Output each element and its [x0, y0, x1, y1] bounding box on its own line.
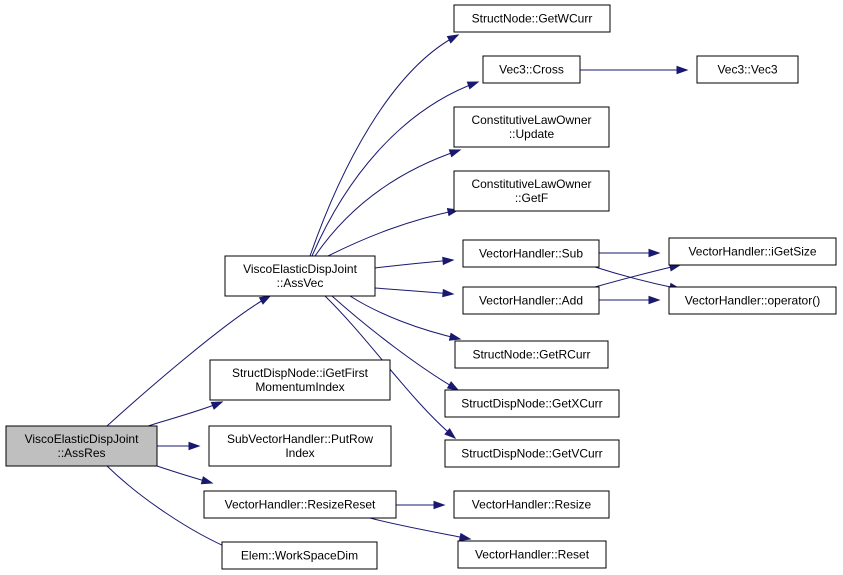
node-getxcurr-label-0: StructDispNode::GetXCurr — [461, 397, 602, 411]
node-getf-label-1: ::GetF — [515, 191, 548, 205]
edge-assvec-to-getrcurr — [349, 295, 462, 341]
edge-resizereset-to-resize — [396, 500, 446, 510]
edge-assres-to-getfirst — [147, 401, 224, 427]
edge-resizereset-to-reset — [369, 517, 472, 542]
node-getrcurr-label-0: StructNode::GetRCurr — [472, 348, 590, 362]
node-putrow-label-0: SubVectorHandler::PutRow — [227, 432, 373, 446]
node-getxcurr[interactable]: StructDispNode::GetXCurr — [444, 389, 620, 418]
node-reset-label-0: VectorHandler::Reset — [475, 548, 590, 562]
node-getfirst-label-0: StructDispNode::iGetFirst — [232, 366, 369, 380]
node-cross-label-0: Vec3::Cross — [499, 63, 564, 77]
node-update-label-0: ConstitutiveLawOwner — [471, 113, 591, 127]
edge-assvec-to-update — [314, 149, 462, 257]
node-sub[interactable]: VectorHandler::Sub — [462, 239, 600, 268]
node-update[interactable]: ConstitutiveLawOwner::Update — [453, 106, 610, 148]
node-assres-label-0: ViscoElasticDispJoint — [25, 432, 139, 446]
node-operator[interactable]: VectorHandler::operator() — [668, 286, 837, 315]
edge-assvec-to-getxcurr — [331, 295, 460, 391]
node-getfirst-label-1: MomentumIndex — [255, 380, 344, 394]
node-getvcurr-label-0: StructDispNode::GetVCurr — [461, 447, 602, 461]
edge-assvec-to-add — [374, 287, 455, 298]
node-assvec-label-0: ViscoElasticDispJoint — [243, 262, 357, 276]
node-igetsize-label-0: VectorHandler::iGetSize — [688, 245, 816, 259]
node-assvec[interactable]: ViscoElasticDispJoint::AssVec — [224, 255, 376, 297]
node-cross[interactable]: Vec3::Cross — [482, 55, 581, 84]
edge-assres-to-resizereset — [156, 465, 214, 485]
node-add[interactable]: VectorHandler::Add — [462, 286, 600, 315]
edge-cross-to-vec3 — [580, 65, 689, 75]
node-operator-label-0: VectorHandler::operator() — [685, 294, 820, 308]
edge-sub-to-igetsize — [599, 248, 661, 258]
node-assres[interactable]: ViscoElasticDispJoint::AssRes — [5, 425, 158, 467]
node-getf[interactable]: ConstitutiveLawOwner::GetF — [453, 170, 610, 212]
edge-add-to-operator — [599, 295, 661, 305]
node-resizereset[interactable]: VectorHandler::ResizeReset — [203, 490, 397, 519]
node-getwcurr[interactable]: StructNode::GetWCurr — [453, 4, 611, 33]
node-getf-label-0: ConstitutiveLawOwner — [471, 177, 591, 191]
node-vec3-label-0: Vec3::Vec3 — [717, 63, 777, 77]
node-resize[interactable]: VectorHandler::Resize — [453, 490, 610, 519]
edge-assres-to-putrow — [157, 441, 201, 451]
node-getwcurr-label-0: StructNode::GetWCurr — [472, 12, 593, 26]
node-sub-label-0: VectorHandler::Sub — [479, 247, 583, 261]
edge-assvec-to-getwcurr — [309, 34, 460, 257]
node-resize-label-0: VectorHandler::Resize — [472, 498, 592, 512]
edge-assres-to-assvec — [106, 295, 272, 427]
node-reset[interactable]: VectorHandler::Reset — [457, 540, 607, 569]
node-getrcurr[interactable]: StructNode::GetRCurr — [454, 340, 609, 369]
edge-assvec-to-sub — [374, 256, 455, 269]
node-putrow-label-1: Index — [285, 446, 314, 460]
node-assvec-label-1: ::AssVec — [277, 276, 324, 290]
node-assres-label-1: ::AssRes — [57, 446, 105, 460]
node-workspacedim-label-0: Elem::WorkSpaceDim — [241, 549, 358, 563]
edge-assvec-to-cross — [311, 81, 480, 257]
edge-add-to-igetsize — [594, 263, 682, 288]
node-workspacedim[interactable]: Elem::WorkSpaceDim — [221, 541, 378, 570]
node-resizereset-label-0: VectorHandler::ResizeReset — [225, 498, 376, 512]
node-add-label-0: VectorHandler::Add — [479, 294, 583, 308]
node-igetsize[interactable]: VectorHandler::iGetSize — [668, 237, 837, 266]
node-getvcurr[interactable]: StructDispNode::GetVCurr — [444, 439, 620, 468]
node-update-label-1: ::Update — [509, 127, 555, 141]
edge-sub-to-operator — [594, 266, 682, 292]
edge-assvec-to-getf — [327, 208, 460, 257]
node-vec3[interactable]: Vec3::Vec3 — [696, 55, 799, 84]
